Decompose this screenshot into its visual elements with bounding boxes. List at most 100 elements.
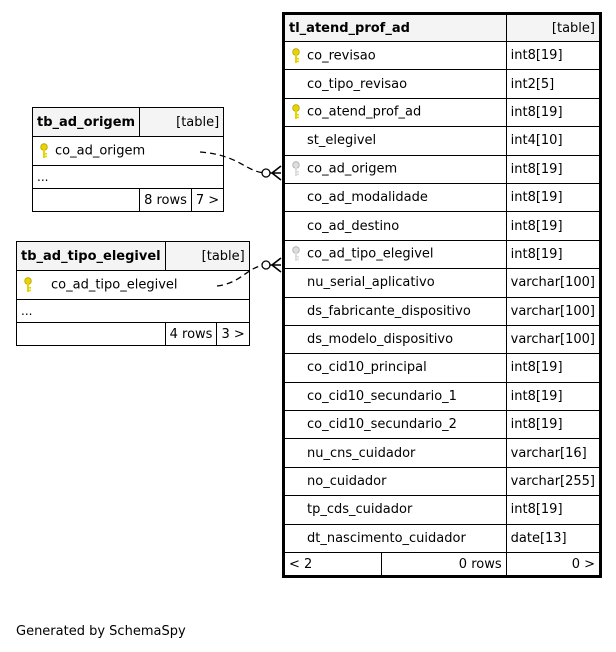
- column-name-cell: co_ad_tipo_elegivel: [284, 239, 507, 270]
- column-type: int2[5]: [505, 69, 601, 99]
- column-name-cell: co_cid10_secundario_2: [284, 410, 507, 440]
- column-name-cell: ds_modelo_dispositivo: [284, 324, 507, 355]
- column-row: ds_fabricante_dispositivo varchar[100]: [284, 296, 601, 326]
- relationship-elegivel-crowfoot: [270, 257, 282, 273]
- table-name: tb_ad_origem: [31, 107, 141, 137]
- row-count: 0 rows: [381, 552, 507, 577]
- column-name: st_elegivel: [307, 133, 377, 149]
- column-name-cell: nu_cns_cuidador: [284, 438, 507, 468]
- table-name: tb_ad_tipo_elegivel: [16, 241, 166, 271]
- column-row: co_ad_modalidade int8[19]: [284, 182, 601, 213]
- column-name-cell: co_ad_destino: [284, 211, 507, 241]
- column-name: co_cid10_principal: [307, 360, 427, 376]
- column-name: co_atend_prof_ad: [307, 104, 422, 120]
- column-type: varchar[255]: [505, 466, 601, 497]
- column-name-cell: co_atend_prof_ad: [284, 97, 507, 128]
- column-row: co_cid10_secundario_1 int8[19]: [284, 381, 601, 412]
- column-row: co_ad_origem int8[19]: [284, 154, 601, 184]
- column-row: nu_cns_cuidador varchar[16]: [284, 438, 601, 468]
- table-kind: [table]: [139, 107, 225, 137]
- column-row: co_cid10_secundario_2 int8[19]: [284, 410, 601, 440]
- column-row: ds_modelo_dispositivo varchar[100]: [284, 324, 601, 355]
- column-name-cell: nu_serial_aplicativo: [284, 268, 507, 298]
- column-name: co_ad_origem: [55, 143, 146, 159]
- column-type: int8[19]: [505, 154, 601, 184]
- table-tb-ad-origem: tb_ad_origem [table] co_ad_origem ... 8 …: [31, 107, 225, 212]
- column-name-cell: co_revisao: [284, 40, 507, 71]
- column-type: varchar[16]: [505, 438, 601, 468]
- column-type: int8[19]: [505, 495, 601, 525]
- primary-key-icon: [289, 47, 303, 64]
- ellipsis-row: ...: [16, 299, 250, 323]
- column-name-cell: dt_nascimento_cuidador: [284, 523, 507, 554]
- column-name: co_ad_tipo_elegivel: [307, 246, 434, 262]
- column-name-cell: co_cid10_principal: [284, 353, 507, 383]
- primary-key-icon: [21, 277, 35, 293]
- primary-key-icon: [289, 104, 303, 120]
- column-name-cell: ds_fabricante_dispositivo: [284, 296, 507, 326]
- children-link[interactable]: 7 >: [190, 188, 225, 212]
- parents-count: [31, 188, 141, 212]
- column-type: date[13]: [505, 523, 601, 554]
- foreign-key-icon: [289, 161, 303, 177]
- column-name-cell: co_tipo_revisao: [284, 69, 507, 99]
- column-name: dt_nascimento_cuidador: [307, 530, 466, 546]
- column-row: co_atend_prof_ad int8[19]: [284, 97, 601, 128]
- column-name: ds_fabricante_dispositivo: [307, 303, 471, 319]
- table-tb-ad-tipo-elegivel: tb_ad_tipo_elegivel [table] co_ad_tipo_e…: [16, 241, 250, 346]
- column-row: co_ad_origem: [31, 136, 225, 166]
- column-name-cell: st_elegivel: [284, 126, 507, 156]
- column-name: ds_modelo_dispositivo: [307, 332, 454, 348]
- column-row: no_cuidador varchar[255]: [284, 466, 601, 497]
- column-type: int8[19]: [505, 410, 601, 440]
- column-row: dt_nascimento_cuidador date[13]: [284, 523, 601, 554]
- column-name: tp_cds_cuidador: [307, 502, 413, 518]
- column-row: co_cid10_principal int8[19]: [284, 353, 601, 383]
- column-name: no_cuidador: [307, 474, 387, 490]
- column-name-cell: no_cuidador: [284, 466, 507, 497]
- column-type: int8[19]: [505, 182, 601, 213]
- column-row: tp_cds_cuidador int8[19]: [284, 495, 601, 525]
- column-type: int4[10]: [505, 126, 601, 156]
- parents-link[interactable]: < 2: [284, 552, 382, 577]
- column-name: co_ad_origem: [307, 161, 398, 177]
- column-type: int8[19]: [505, 211, 601, 241]
- column-name-cell: co_ad_origem: [284, 154, 507, 184]
- children-link[interactable]: 0 >: [505, 552, 601, 577]
- column-name-cell: tp_cds_cuidador: [284, 495, 507, 525]
- column-name: co_ad_modalidade: [307, 190, 428, 206]
- column-name: co_revisao: [307, 48, 376, 64]
- column-type: varchar[100]: [505, 324, 601, 355]
- column-type: varchar[100]: [505, 268, 601, 298]
- column-name-cell: co_cid10_secundario_1: [284, 381, 507, 412]
- column-name: nu_cns_cuidador: [307, 445, 416, 461]
- generated-by-label: Generated by SchemaSpy: [16, 624, 186, 639]
- table-name: tl_atend_prof_ad: [284, 14, 507, 42]
- column-row: co_ad_tipo_elegivel: [16, 270, 250, 300]
- column-name: co_cid10_secundario_2: [307, 417, 457, 433]
- column-type: int8[19]: [505, 353, 601, 383]
- column-name-cell: co_ad_modalidade: [284, 182, 507, 213]
- column-type: int8[19]: [505, 381, 601, 412]
- relationship-elegivel-circle: [261, 260, 271, 270]
- column-row: co_ad_destino int8[19]: [284, 211, 601, 241]
- column-name: nu_serial_aplicativo: [307, 275, 435, 291]
- row-count: 4 rows: [164, 322, 218, 346]
- relationship-origem-circle: [261, 168, 271, 178]
- parents-count: [16, 322, 166, 346]
- column-type: varchar[100]: [505, 296, 601, 326]
- table-kind: [table]: [164, 241, 250, 271]
- column-row: st_elegivel int4[10]: [284, 126, 601, 156]
- column-name: co_cid10_secundario_1: [307, 388, 457, 404]
- children-link[interactable]: 3 >: [216, 322, 250, 346]
- ellipsis-row: ...: [31, 165, 225, 189]
- column-type: int8[19]: [505, 97, 601, 128]
- foreign-key-icon: [289, 246, 303, 262]
- column-row: nu_serial_aplicativo varchar[100]: [284, 268, 601, 298]
- column-name: co_ad_destino: [307, 218, 400, 234]
- relationship-origem-crowfoot: [270, 165, 282, 181]
